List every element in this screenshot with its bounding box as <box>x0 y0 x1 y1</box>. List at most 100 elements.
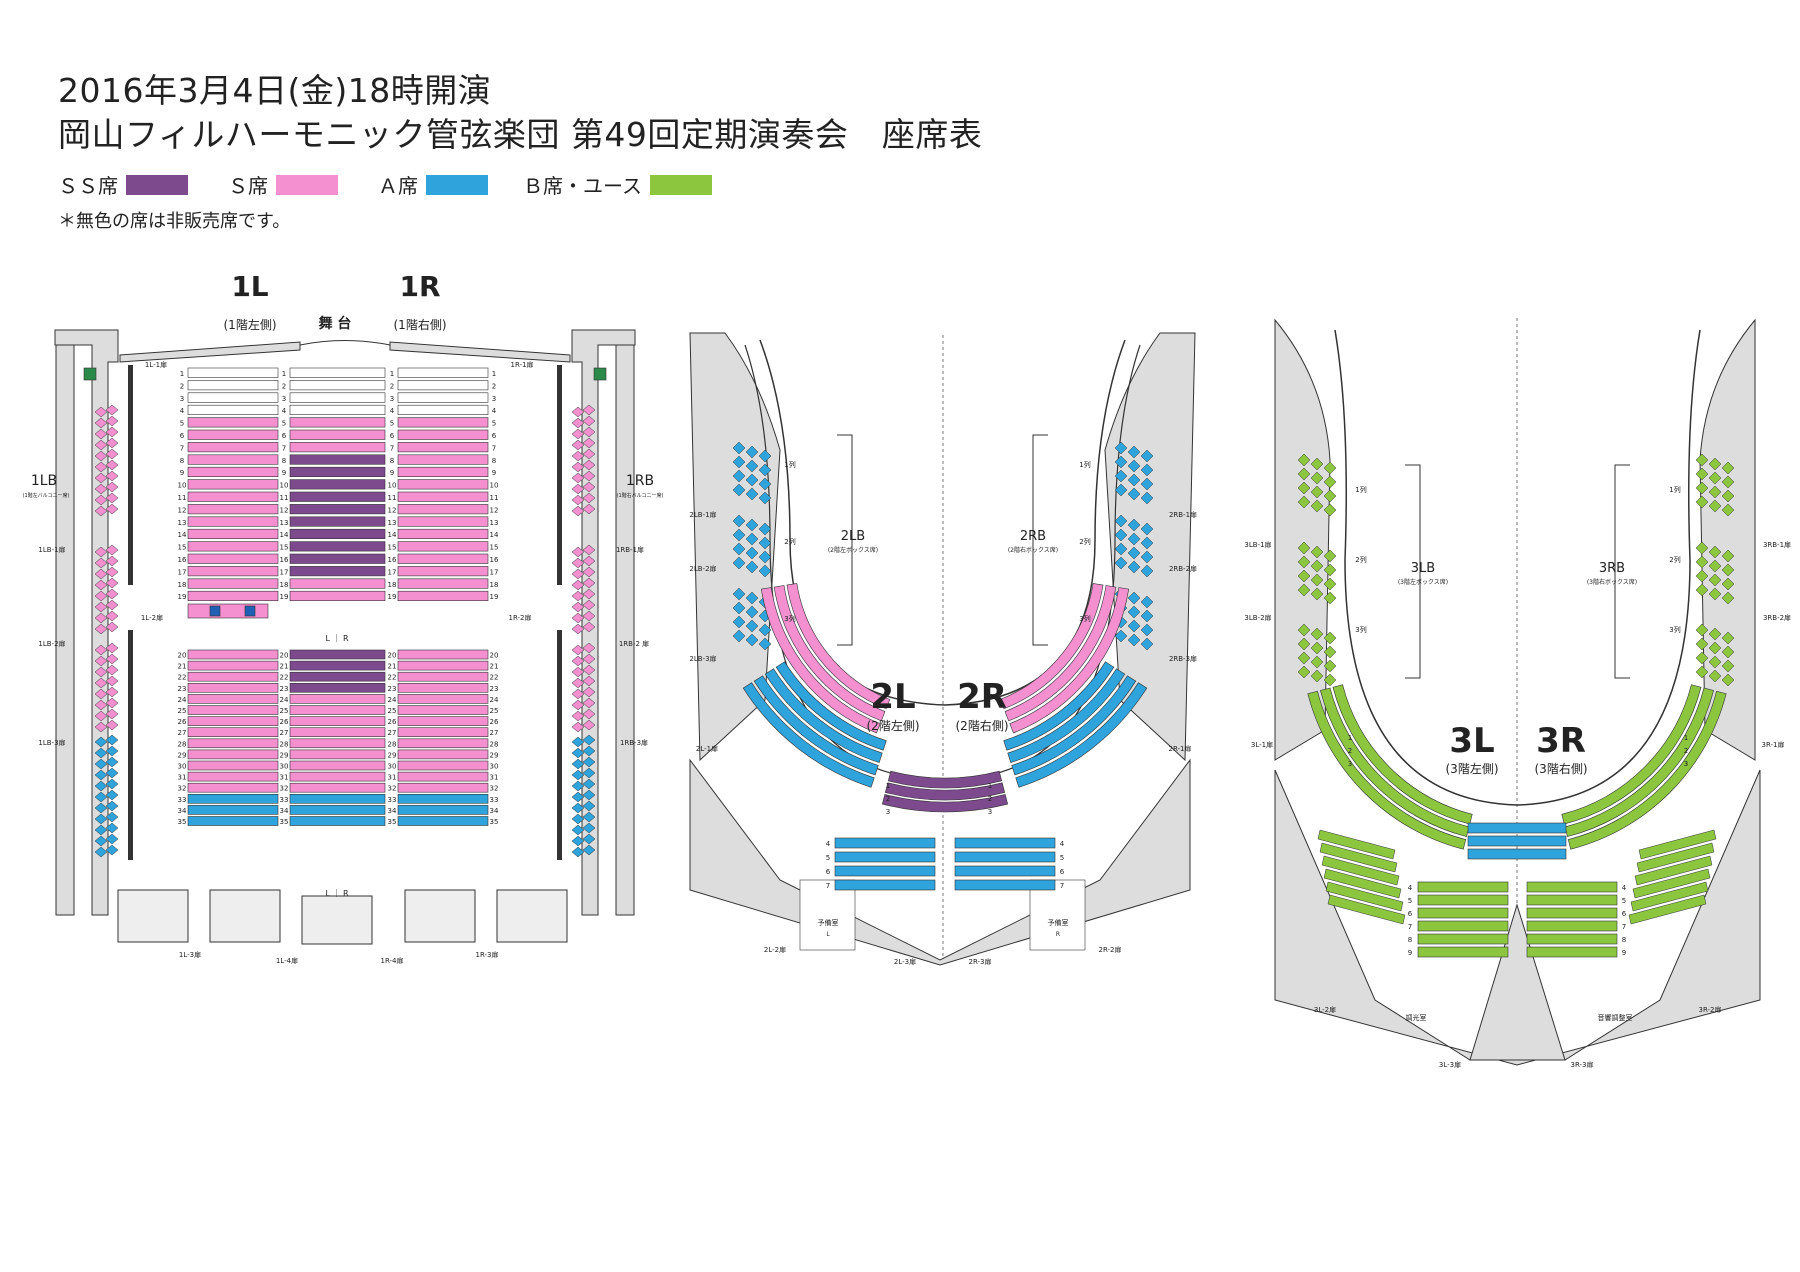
floor1-left-block-row <box>187 671 279 682</box>
floor1-row-number-center-r: 32 <box>388 785 397 793</box>
floor1-row-number-center-r: 5 <box>390 420 394 428</box>
floor2-left-lower-row <box>753 675 879 776</box>
floor1-right-block-row <box>397 491 489 502</box>
floor3-lb-seat <box>1323 645 1337 659</box>
floor2-rb-seat <box>1127 619 1141 633</box>
floor1-left-block-row <box>187 429 279 440</box>
floor1-wheelchair-icon-1 <box>209 605 221 617</box>
floor1-rb-seat <box>571 450 585 462</box>
floor1-rear-room <box>496 889 568 943</box>
floor3-door-label: 3RB-2扉 <box>1763 613 1791 622</box>
floor1-left-block-row <box>187 528 279 540</box>
floor1-rb-seat <box>571 557 585 569</box>
floor2-rb-seat <box>1114 441 1128 455</box>
floor3-row-number: 1 <box>1348 734 1352 742</box>
floor1-exit-icon-left <box>83 367 97 381</box>
floor3-row-number: 7 <box>1622 923 1626 931</box>
floor1-row-number-center-l: 17 <box>280 568 289 576</box>
floor1-lb-seat <box>105 459 119 471</box>
floor3-door-label: 3LB-2扉 <box>1244 613 1271 622</box>
floor1-row-number-right: 4 <box>492 407 497 415</box>
floor1-row-number-center-l: 30 <box>280 763 289 771</box>
floor1-row-number-center-r: 30 <box>388 763 397 771</box>
floor1-lb-seat <box>94 736 108 748</box>
floor1-right-block-row <box>397 479 489 490</box>
floor1-row-number-right: 13 <box>490 519 499 527</box>
floor2-rb-seat <box>1127 459 1141 473</box>
floor1-left-sub: (1階左側) <box>224 317 277 332</box>
floor1-center-block-row <box>289 590 386 602</box>
floor2-lb-seat <box>732 514 746 528</box>
floor3-center-right-block <box>1526 933 1618 945</box>
floor2-room-left <box>799 879 856 951</box>
floor3-left-sub: (3階左側) <box>1446 761 1499 776</box>
legend-label-s: Ｓ席 <box>228 174 268 198</box>
floor2-door-label: 2L-1扉 <box>696 744 718 753</box>
floor3-door-label: 3L-2扉 <box>1314 1005 1336 1014</box>
floor1-row-number-center-l: 1 <box>282 370 286 378</box>
floor1-rb-seat <box>582 653 596 665</box>
floor1-lb-seat <box>105 555 119 567</box>
floor3-lb-seat <box>1297 583 1311 597</box>
floor2-rb-seat <box>1127 560 1141 574</box>
legend-label-ss: ＳＳ席 <box>58 174 118 198</box>
legend-swatch-s <box>276 174 338 195</box>
floor1-row-number-right: 35 <box>490 818 499 826</box>
floor3-lb-seat <box>1297 665 1311 679</box>
floor3-rb-seat <box>1695 665 1709 679</box>
floor2-lb-seat <box>758 564 772 578</box>
floor1-rb-seat <box>582 544 596 556</box>
floor2-box-right-bracket <box>1032 434 1048 646</box>
floor3-right-arc-row <box>1564 687 1714 837</box>
floor1-lb-seat <box>105 664 119 676</box>
floor3-right-lower-row <box>1632 868 1711 899</box>
floor1-lb-seat <box>94 417 108 429</box>
floor3-rb-seat <box>1708 471 1722 485</box>
floor2-row-number: 3 <box>886 808 890 816</box>
floor1-lb-seat <box>105 734 119 746</box>
floor1-box-left-label: 1LB <box>31 473 57 489</box>
floor1-row-number-center-r: 10 <box>388 482 397 490</box>
floor3-lb-seat <box>1297 541 1311 555</box>
floor2-rb-seat <box>1114 542 1128 556</box>
floor1-right-label: 1R <box>399 270 440 303</box>
floor3-left-lower-row <box>1323 868 1402 899</box>
floor1-rb-seat <box>571 546 585 558</box>
floor3-rb-seat <box>1695 583 1709 597</box>
floor1-rb-seat <box>571 721 585 733</box>
floor1-rb-seat <box>582 555 596 567</box>
floor1-row-number-center-l: 5 <box>282 420 286 428</box>
floor1-row-number-center-l: 34 <box>280 807 289 815</box>
floor1-row-number-center-l: 28 <box>280 740 289 748</box>
floor3-center-wedge <box>1469 903 1566 1061</box>
floor1-door-label: 1L-3扉 <box>179 950 201 959</box>
floor3-row-number: 9 <box>1622 949 1626 957</box>
floor1-rb-seat <box>571 568 585 580</box>
floor2-rb-seat <box>1114 528 1128 542</box>
floor1-row-number-left: 34 <box>178 807 187 815</box>
floor3-right-sub: (3階右側) <box>1535 761 1588 776</box>
floor2-door-label: 2RB-1扉 <box>1169 510 1197 519</box>
floor3-rb-seat <box>1721 673 1735 687</box>
floor1-row-number-right: 33 <box>490 796 499 804</box>
floor3-left-lower-row <box>1325 881 1404 912</box>
floor1-lb-seat <box>94 802 108 814</box>
floor1-rb-seat <box>571 612 585 624</box>
floor3-rb-row-label: 2列 <box>1669 555 1680 564</box>
floor1-lb-seat <box>105 599 119 611</box>
floor1-rb-seat <box>571 623 585 635</box>
floor2-lb-seat <box>732 542 746 556</box>
floor2-box-right-label: 2RB <box>1020 529 1046 544</box>
floor1-row-number-center-r: 29 <box>388 751 397 759</box>
floor1-row-number-right: 7 <box>492 444 496 452</box>
floor1-rb-seat <box>571 428 585 440</box>
floor2-rb-seat <box>1140 637 1154 651</box>
floor1-lb-seat <box>94 677 108 689</box>
floor1-rb-seat <box>571 835 585 847</box>
floor1-row-number-center-l: 24 <box>280 696 289 704</box>
floor2-center-arc-row <box>884 782 1006 801</box>
floor1-left-block-row <box>187 466 279 478</box>
floor1-center-block-row <box>289 716 386 726</box>
floor1-row-number-right: 18 <box>490 581 499 589</box>
floor1-center-block-row <box>289 504 386 515</box>
